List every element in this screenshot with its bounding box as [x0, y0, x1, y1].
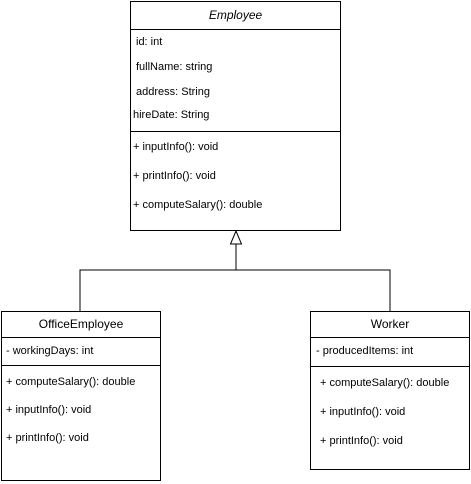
attribute-id: id: int: [136, 36, 163, 48]
method-printinfo: + printInfo(): void: [133, 170, 216, 182]
method-inputinfo: + inputInfo(): void: [320, 406, 406, 418]
attribute-produceditems: - producedItems: int: [316, 345, 414, 357]
connector-worker: [236, 269, 391, 311]
class-office-employee-methods: + computeSalary(): double + inputInfo():…: [2, 366, 160, 480]
class-worker-name: Worker: [311, 312, 469, 338]
attribute-workingdays: - workingDays: int: [6, 345, 94, 357]
class-employee-attributes: id: int fullName: string address: String…: [131, 30, 340, 132]
class-worker-attributes: - producedItems: int: [311, 338, 469, 367]
method-inputinfo: + inputInfo(): void: [6, 404, 92, 416]
connector-office-employee: [79, 244, 237, 311]
class-office-employee[interactable]: OfficeEmployee - workingDays: int + comp…: [1, 311, 161, 481]
attribute-hiredate: hireDate: String: [133, 109, 210, 121]
method-computesalary: + computeSalary(): double: [133, 199, 263, 211]
method-computesalary: + computeSalary(): double: [6, 376, 136, 388]
class-office-employee-attributes: - workingDays: int: [2, 338, 160, 366]
class-worker[interactable]: Worker - producedItems: int + computeSal…: [310, 311, 470, 470]
attribute-address: address: String: [136, 86, 210, 98]
class-employee[interactable]: Employee id: int fullName: string addres…: [130, 1, 341, 231]
class-employee-name: Employee: [131, 2, 340, 30]
method-computesalary: + computeSalary(): double: [320, 377, 450, 389]
method-printinfo: + printInfo(): void: [320, 435, 403, 447]
attribute-fullname: fullName: string: [136, 61, 213, 73]
method-inputinfo: + inputInfo(): void: [133, 141, 219, 153]
method-printinfo: + printInfo(): void: [6, 432, 89, 444]
class-employee-methods: + inputInfo(): void + printInfo(): void …: [131, 132, 340, 230]
class-office-employee-name: OfficeEmployee: [2, 312, 160, 338]
class-worker-methods: + computeSalary(): double + inputInfo():…: [311, 367, 469, 469]
generalization-arrowhead-icon: [229, 229, 243, 245]
